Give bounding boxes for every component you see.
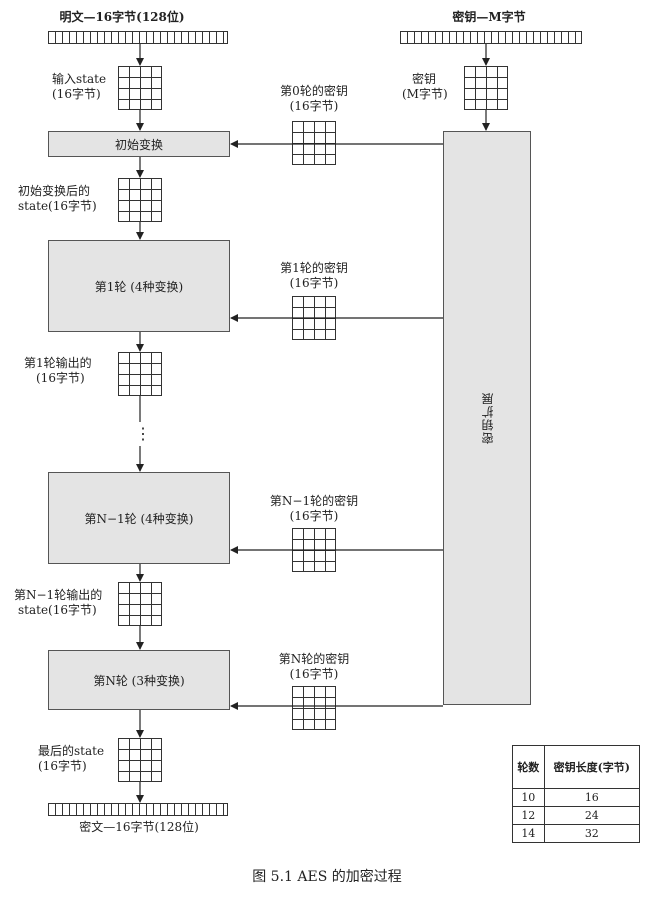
input-state-size: (16字节) bbox=[52, 87, 101, 101]
table-cell: 12 bbox=[512, 806, 545, 825]
key-block bbox=[400, 31, 582, 44]
roundN1-key-title: 第N−1轮的密钥 bbox=[269, 494, 359, 508]
round1-key-title: 第1轮的密钥 bbox=[280, 261, 348, 275]
roundN1-box: 第N−1轮 (4种变换) bbox=[48, 472, 230, 564]
roundN-key-title: 第N轮的密钥 bbox=[278, 652, 350, 666]
dots: ⋮ bbox=[135, 424, 151, 443]
roundN1-output-label-2: state(16字节) bbox=[18, 603, 97, 617]
roundN-key-grid bbox=[292, 686, 336, 730]
final-state-label-2: (16字节) bbox=[38, 759, 87, 773]
table-cell: 16 bbox=[543, 788, 641, 807]
round1-output-label-2: (16字节) bbox=[36, 371, 85, 385]
table-header-rounds: 轮数 bbox=[512, 745, 545, 789]
table-row: 10 16 bbox=[512, 788, 641, 807]
table-cell: 24 bbox=[543, 806, 641, 825]
round0-key-grid bbox=[292, 121, 336, 165]
roundN1-output-grid bbox=[118, 582, 162, 626]
key-size-side: (M字节) bbox=[402, 87, 448, 101]
after-init-state-grid bbox=[118, 178, 162, 222]
after-init-label-1: 初始变换后的 bbox=[18, 184, 91, 198]
initial-transform-box: 初始变换 bbox=[48, 131, 230, 157]
roundN1-key-size: (16字节) bbox=[289, 509, 339, 523]
plaintext-label: 明文—16字节(128位) bbox=[59, 10, 185, 24]
plaintext-block bbox=[48, 31, 228, 44]
table-cell: 10 bbox=[512, 788, 545, 807]
round1-output-grid bbox=[118, 352, 162, 396]
key-label-side: 密钥 bbox=[412, 72, 437, 86]
table-header-row: 轮数 密钥长度(字节) bbox=[512, 745, 641, 789]
ciphertext-label: 密文—16字节(128位) bbox=[79, 820, 199, 834]
round1-box: 第1轮 (4种变换) bbox=[48, 240, 230, 332]
table-row: 12 24 bbox=[512, 806, 641, 825]
input-state-label: 输入state bbox=[52, 72, 107, 86]
round1-key-size: (16字节) bbox=[289, 276, 339, 290]
final-state-label-1: 最后的state bbox=[38, 744, 105, 758]
table-cell: 14 bbox=[512, 824, 545, 843]
roundN1-output-label-1: 第N−1轮输出的 bbox=[14, 588, 103, 602]
key-expansion-box: 密钥扩展 bbox=[443, 131, 531, 705]
after-init-label-2: state(16字节) bbox=[18, 199, 97, 213]
figure-caption: 图 5.1 AES 的加密过程 bbox=[252, 869, 402, 885]
roundN-key-size: (16字节) bbox=[289, 667, 339, 681]
table-row: 14 32 bbox=[512, 824, 641, 843]
round0-key-title: 第0轮的密钥 bbox=[280, 84, 348, 98]
ciphertext-block bbox=[48, 803, 228, 816]
roundN-box: 第N轮 (3种变换) bbox=[48, 650, 230, 710]
table-header-keylen: 密钥长度(字节) bbox=[543, 745, 641, 789]
round0-key-size: (16字节) bbox=[289, 99, 339, 113]
input-state-grid bbox=[118, 66, 162, 110]
key-grid bbox=[464, 66, 508, 110]
round1-output-label-1: 第1轮输出的 bbox=[24, 356, 92, 370]
key-length-table: 轮数 密钥长度(字节) 10 16 12 24 14 32 bbox=[512, 745, 641, 843]
table-cell: 32 bbox=[543, 824, 641, 843]
key-label: 密钥—M字节 bbox=[452, 10, 526, 24]
final-state-grid bbox=[118, 738, 162, 782]
